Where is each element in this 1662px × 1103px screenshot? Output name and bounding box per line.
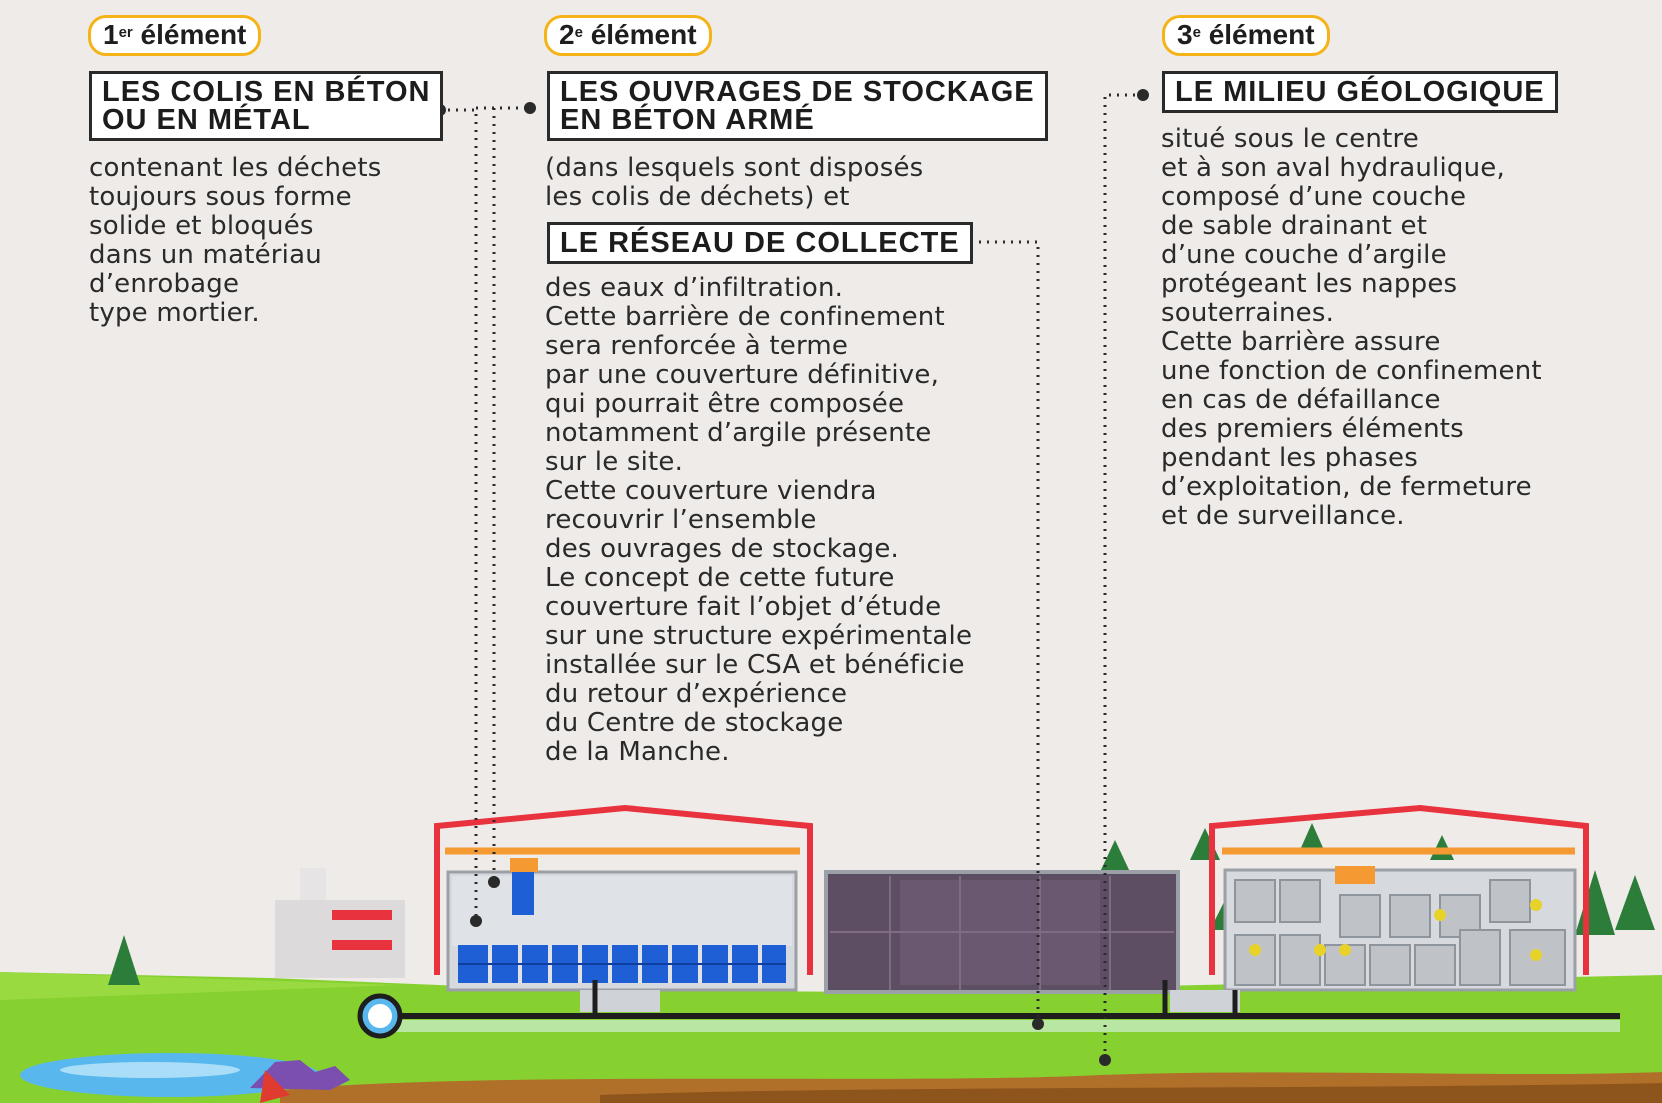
left-building-stripe-2 — [332, 940, 392, 950]
element-1-badge-word: élément — [132, 19, 247, 50]
element-3-badge-number: 3 — [1177, 19, 1193, 50]
concrete-packages — [1234, 879, 1566, 986]
element-3-badge-word: élément — [1200, 19, 1315, 50]
element-2-badge-word: élément — [582, 19, 697, 50]
element-2-heading-line-1: LES OUVRAGES DE STOCKAGE — [560, 76, 1035, 108]
element-3-badge: 3e élément — [1162, 15, 1330, 56]
element-3-heading-line-1: LE MILIEU GÉOLOGIQUE — [1175, 76, 1545, 108]
element-2-heading-2: LE RÉSEAU DE COLLECTE — [547, 222, 973, 264]
element-2-description: des eaux d’infiltration. Cette barrière … — [545, 273, 973, 767]
grass-ground — [0, 972, 1662, 1103]
element-2-heading: LES OUVRAGES DE STOCKAGE EN BÉTON ARMÉ — [547, 71, 1048, 141]
pipe-trench — [380, 1020, 1620, 1032]
left-vault-shadow — [452, 876, 792, 946]
element-3-badge-sup: e — [1192, 24, 1201, 41]
element-1-badge: 1er élément — [88, 15, 262, 56]
pipe-outlet-inner — [368, 1004, 392, 1028]
element-2-intro: (dans lesquels sont disposés les colis d… — [545, 153, 924, 212]
crane-trolley — [510, 858, 538, 872]
element-1-heading-line-1: LES COLIS EN BÉTON — [102, 76, 431, 108]
element-2-badge-sup: e — [574, 24, 583, 41]
element-3-heading: LE MILIEU GÉOLOGIQUE — [1162, 71, 1558, 113]
radiation-marks — [1249, 899, 1542, 961]
left-hall-frame — [434, 804, 813, 975]
element-2-badge: 2e élément — [544, 15, 712, 56]
right-hall-frame — [1209, 804, 1589, 975]
clay-band — [600, 1083, 1662, 1103]
element-1-description: contenant les déchets toujours sous form… — [89, 153, 382, 328]
element-2-badge-number: 2 — [559, 19, 575, 50]
element-2-heading-line-2: EN BÉTON ARMÉ — [560, 104, 815, 136]
element-1-heading-line-2: OU EN MÉTAL — [102, 104, 311, 136]
pond-rock-2 — [260, 1070, 290, 1103]
right-vault-base — [1170, 990, 1240, 1012]
closed-vault-grid — [830, 876, 1174, 990]
element-1-badge-number: 1 — [103, 19, 119, 50]
hanging-drum — [512, 870, 534, 915]
element-3-description: situé sous le centre et à son aval hydra… — [1161, 124, 1542, 531]
grass-highlight — [0, 972, 400, 1000]
element-1-heading: LES COLIS EN BÉTON OU EN MÉTAL — [89, 71, 444, 141]
element-1-badge-sup: er — [118, 24, 133, 41]
pond-highlight — [60, 1062, 240, 1078]
right-crane-trolley — [1335, 866, 1375, 884]
left-vault-base — [580, 990, 660, 1012]
left-building-stripe-1 — [332, 910, 392, 920]
leader-lines — [440, 93, 1143, 1060]
